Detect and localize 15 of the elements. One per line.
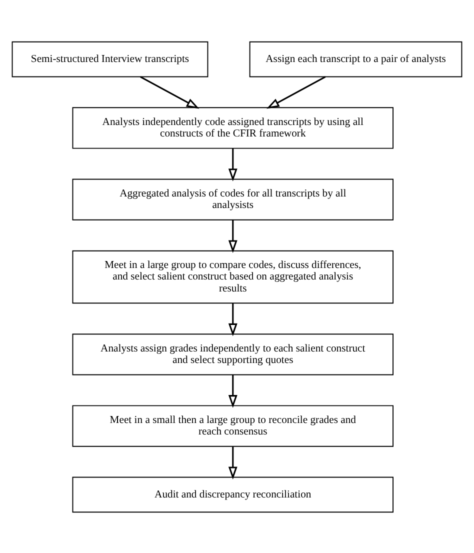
node-box: Meet in a large group to compare codes, discuss differences, and select salient construct based on aggregated analysis results <box>72 250 394 304</box>
arrow <box>140 76 200 108</box>
node-box: Audit and discrepancy reconciliation <box>72 476 394 512</box>
node-box: Analysts independently code assigned transcripts by using all constructs of the CFIR framework <box>72 106 394 148</box>
node-box: Semi-structured Interview transcripts <box>12 40 208 77</box>
arrow <box>266 76 326 108</box>
arrow <box>228 303 238 336</box>
arrow <box>228 220 238 253</box>
node-box: Meet in a small then a large group to reconcile grades and reach consensus <box>72 404 394 446</box>
node-box: Assign each transcript to a pair of analysts <box>249 40 462 77</box>
arrow <box>228 446 238 479</box>
node-box: Aggregated analysis of codes for all transcripts by all analysists <box>72 178 394 220</box>
arrow <box>228 374 238 408</box>
arrow <box>228 148 238 181</box>
node-box: Analysts assign grades independently to each salient construct and select supporting quotes <box>72 333 394 375</box>
